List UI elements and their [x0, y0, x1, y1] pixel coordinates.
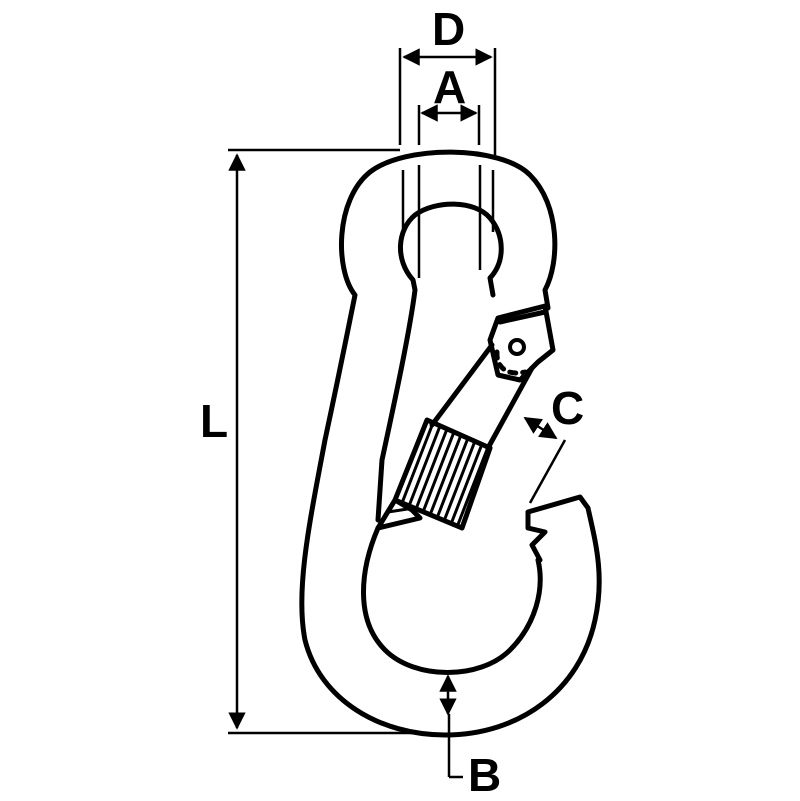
gate-tip [375, 497, 423, 531]
gate-hidden-arc [494, 349, 528, 376]
dimension-label-A: A [433, 61, 467, 113]
dimension-C [523, 416, 567, 504]
hook-inner-bend [361, 525, 543, 675]
gate-barrel-right [485, 365, 535, 451]
dimension-label-L: L [200, 395, 229, 447]
dimension-L [228, 148, 412, 735]
gate-barrel-left [429, 342, 495, 428]
screw-lock-sleeve [392, 417, 493, 531]
hook-eye-inner [375, 201, 504, 523]
dimension-B [439, 674, 463, 779]
dimension-label-C: C [551, 382, 585, 434]
dimension-A [417, 104, 482, 278]
gate-pin [508, 338, 526, 356]
dimension-label-D: D [432, 3, 466, 55]
hook-outer-contour [299, 149, 602, 738]
dimension-D [398, 48, 497, 232]
dimension-label-B: B [468, 749, 502, 801]
